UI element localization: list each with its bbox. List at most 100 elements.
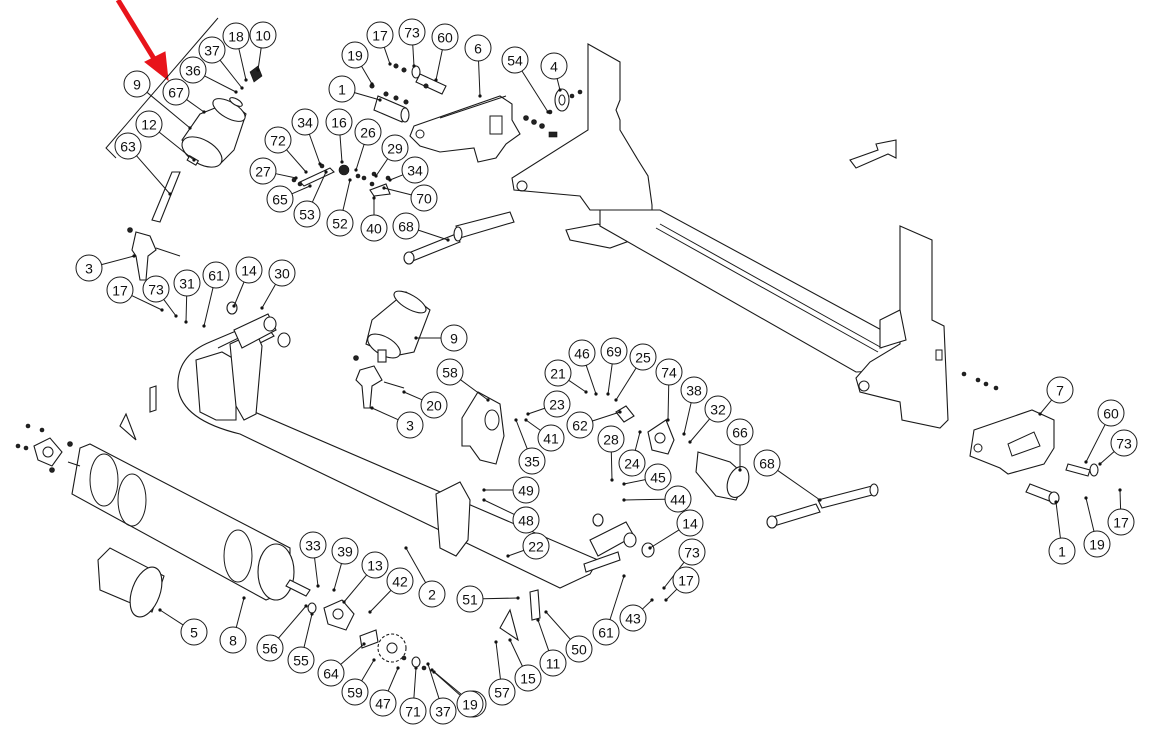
leader-arrowhead <box>558 88 562 92</box>
leader-line <box>413 667 417 699</box>
callout-number: 66 <box>732 425 748 441</box>
leader-arrowhead <box>650 598 654 602</box>
callout-number: 17 <box>112 283 128 299</box>
callout-circle <box>341 41 369 69</box>
leader-arrowhead <box>184 320 188 324</box>
callout-28: 28 <box>597 425 625 482</box>
callout-circle <box>331 537 359 565</box>
leader-line <box>507 549 524 557</box>
callout-24: 24 <box>618 430 646 477</box>
leader-line <box>343 574 368 603</box>
callout-61: 61 <box>592 574 626 646</box>
leader-line <box>460 379 489 401</box>
flange-bearing <box>554 88 570 112</box>
leader-arrowhead <box>1084 496 1088 500</box>
callout-circle <box>1107 508 1135 536</box>
callout-number: 5 <box>190 625 198 641</box>
leader-arrowhead <box>610 478 614 482</box>
callout-circle <box>544 359 572 387</box>
roller-sleeve <box>97 547 165 618</box>
leader-arrowhead <box>1038 412 1042 416</box>
leader-arrowhead <box>618 410 622 414</box>
callout-circle <box>629 343 657 371</box>
callout-number: 51 <box>462 592 478 608</box>
callout-number: 73 <box>1116 436 1132 452</box>
leader-line <box>371 407 399 421</box>
callout-number: 58 <box>442 365 458 381</box>
callout-circle <box>512 476 540 504</box>
leader-arrowhead <box>396 666 400 670</box>
callout-number: 3 <box>406 418 414 434</box>
leader-arrowhead <box>666 418 670 422</box>
callout-number: 42 <box>392 574 408 590</box>
callout-38: 38 <box>680 376 708 436</box>
leader-arrowhead <box>516 596 520 600</box>
callout-number: 43 <box>625 611 641 627</box>
leader-arrowhead <box>664 598 668 602</box>
callout-number: 6 <box>474 41 482 57</box>
leader-arrowhead <box>426 662 430 666</box>
leader-arrowhead <box>412 64 416 68</box>
callout-circle <box>597 425 625 453</box>
leader-line <box>146 91 191 129</box>
leader-arrowhead <box>638 430 642 434</box>
leader-line <box>525 419 541 431</box>
callout-circle <box>114 132 142 160</box>
leader-arrowhead <box>388 62 392 66</box>
callout-number: 24 <box>624 456 640 472</box>
callout-circle <box>381 134 409 162</box>
callout-number: 65 <box>272 192 288 208</box>
leader-line <box>665 588 678 601</box>
callout-number: 46 <box>574 346 590 362</box>
callout-circle <box>293 200 321 228</box>
leader-line <box>483 499 515 515</box>
callout-number: 40 <box>366 221 382 237</box>
callout-circle <box>680 376 708 404</box>
roller-bracket-lower <box>353 355 405 409</box>
callout-73: 73 <box>398 18 426 68</box>
leader-line <box>204 75 237 93</box>
callout-29: 29 <box>374 134 409 178</box>
leader-arrowhead <box>478 94 482 98</box>
callout-circle <box>1110 429 1138 457</box>
callout-number: 73 <box>404 25 420 41</box>
callout-31: 31 <box>173 269 201 324</box>
callout-number: 10 <box>255 28 271 44</box>
leader-arrowhead <box>294 176 298 180</box>
callout-71: 71 <box>399 666 427 725</box>
leader-arrowhead <box>414 336 418 340</box>
leader-arrowhead <box>378 98 382 102</box>
leader-line <box>159 609 184 626</box>
coupling <box>615 405 635 423</box>
callout-number: 13 <box>367 558 383 574</box>
callout-64: 64 <box>317 642 366 687</box>
callout-circle <box>135 110 163 138</box>
callout-number: 8 <box>229 633 237 649</box>
callout-number: 52 <box>332 216 348 232</box>
leader-arrowhead <box>526 412 530 416</box>
callout-63: 63 <box>114 132 172 196</box>
callout-number: 37 <box>435 704 451 720</box>
callout-43: 43 <box>619 598 654 632</box>
callout-8: 8 <box>219 596 247 654</box>
callout-46: 46 <box>568 339 598 396</box>
callout-number: 36 <box>185 63 201 79</box>
leader-arrowhead <box>374 174 378 178</box>
callout-number: 7 <box>1056 383 1064 399</box>
drive-roller <box>67 443 311 601</box>
callout-circle <box>235 256 263 284</box>
callout-number: 50 <box>571 642 587 658</box>
callout-68: 68 <box>392 212 450 242</box>
callout-circle <box>173 269 201 297</box>
callout-number: 68 <box>398 219 414 235</box>
leader-line <box>545 611 571 640</box>
leader-line <box>314 557 319 587</box>
callout-number: 29 <box>387 141 403 157</box>
callout-number: 32 <box>710 402 726 418</box>
callout-number: 45 <box>650 470 666 486</box>
callout-34: 34 <box>388 156 429 184</box>
shaft-sprocket-group <box>291 163 391 197</box>
leader-line <box>186 99 205 113</box>
callout-42: 42 <box>368 567 414 614</box>
